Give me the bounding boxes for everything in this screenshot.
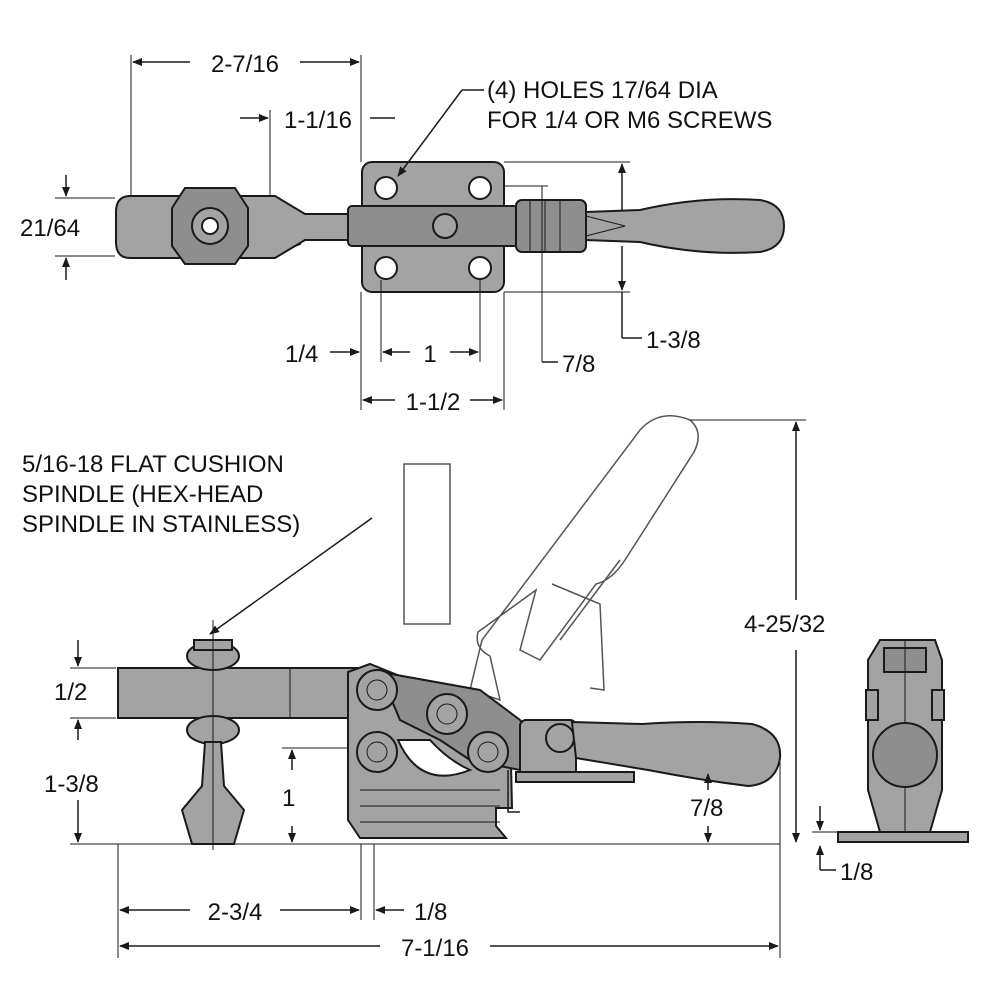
mounting-hole [374, 176, 398, 200]
dim-top-overall: 2-7/16 [211, 51, 279, 78]
pivot-pin [467, 731, 509, 773]
note-spindle-line2: SPINDLE (HEX-HEAD [22, 481, 263, 508]
dim-handle-height: 7/8 [690, 795, 723, 822]
top-view-grip [515, 199, 587, 253]
end-view [837, 639, 969, 843]
pivot-pin [426, 693, 468, 735]
top-view [115, 161, 786, 293]
note-spindle-line1: 5/16-18 FLAT CUSHION [22, 451, 284, 478]
top-view-spindle-hole [201, 217, 219, 235]
side-view-clamp-bar [117, 667, 379, 719]
end-view-base [837, 831, 969, 843]
dim-offset: 1/8 [414, 899, 447, 926]
dim-overall-length: 7-1/16 [401, 935, 469, 962]
pivot-pin [356, 731, 398, 773]
dim-base-width: 1-1/2 [406, 389, 461, 416]
dim-hole-spacing: 1 [423, 341, 436, 368]
note-holes-line2: FOR 1/4 OR M6 SCREWS [487, 107, 772, 134]
dim-top-inset: 1-1/16 [284, 107, 352, 134]
top-view-dimensions: 2-7/16 1-1/16 21/64 1/4 1 1-1/2 7/8 1-3/… [20, 51, 772, 416]
dim-base-length: 1-3/8 [646, 327, 701, 354]
dim-hole-edge: 1/4 [285, 341, 318, 368]
ghost-handle [469, 415, 699, 702]
ghost-spindle-arm [403, 463, 451, 625]
mounting-hole [468, 256, 492, 280]
dim-base-depth: 7/8 [562, 351, 595, 378]
side-view-handle [570, 720, 782, 788]
handle-pivot [545, 723, 575, 753]
note-holes-line1: (4) HOLES 17/64 DIA [487, 77, 718, 104]
dim-pivot-height: 1 [282, 785, 295, 812]
end-view-hub [872, 722, 938, 788]
top-view-handle [585, 198, 786, 254]
mounting-hole [468, 176, 492, 200]
dim-overall-height: 4-25/32 [744, 611, 825, 638]
dim-bar-height: 1/2 [54, 679, 87, 706]
side-view [117, 415, 782, 850]
top-view-pivot [432, 213, 458, 239]
side-view-dimensions: 1/2 1-3/8 1 7/8 4-25/32 1/8 2-3/4 1/8 7-… [22, 419, 873, 962]
dim-reach: 2-3/4 [208, 899, 263, 926]
pivot-pin [356, 669, 398, 711]
dim-base-thickness: 1/8 [840, 859, 873, 886]
mounting-hole [374, 256, 398, 280]
dim-spindle-width: 21/64 [20, 215, 80, 242]
note-spindle-line3: SPINDLE IN STAINLESS) [22, 511, 300, 538]
dim-spindle-height: 1-3/8 [44, 771, 99, 798]
